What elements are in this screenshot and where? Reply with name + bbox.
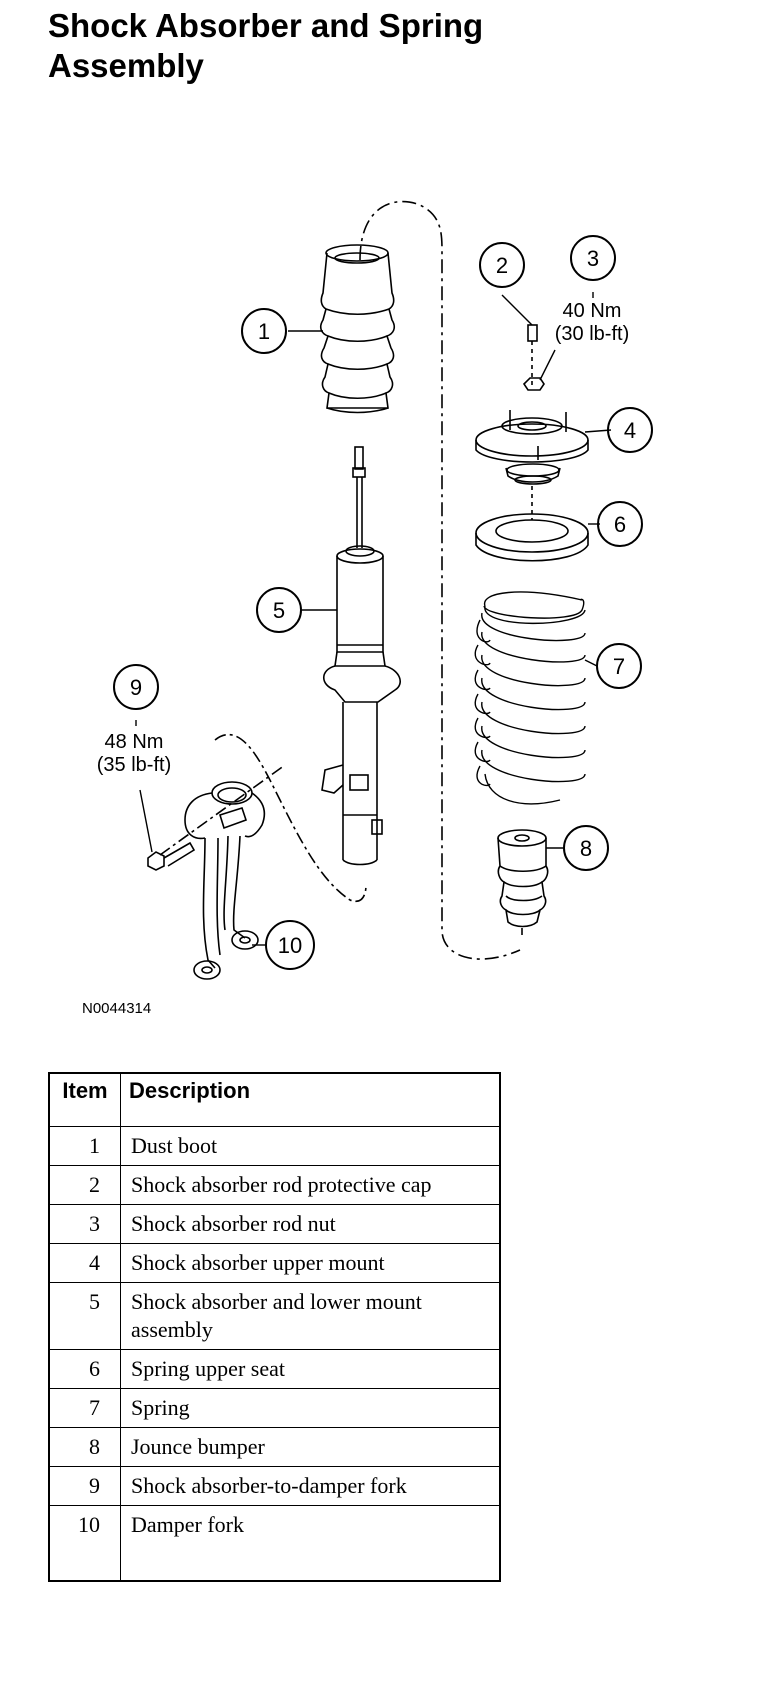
table-row: 5 Shock absorber and lower mount assembl… xyxy=(48,1282,501,1350)
row-description: Dust boot xyxy=(120,1126,501,1166)
shock-absorber-part xyxy=(321,446,401,866)
row-item: 4 xyxy=(48,1243,121,1283)
row-description: Spring xyxy=(120,1388,501,1428)
callout-7: 7 xyxy=(596,643,642,689)
torque-label-9: 48 Nm (35 lb-ft) xyxy=(97,731,171,776)
callout-1: 1 xyxy=(241,308,287,354)
row-description: Damper fork xyxy=(120,1505,501,1582)
svg-text:1: 1 xyxy=(258,319,270,344)
callout-2: 2 xyxy=(479,242,525,288)
spring-upper-seat-part xyxy=(475,513,589,562)
row-item: 3 xyxy=(48,1204,121,1244)
assembly-path-left xyxy=(214,733,367,903)
svg-text:10: 10 xyxy=(278,933,302,958)
row-description: Shock absorber rod nut xyxy=(120,1204,501,1244)
parts-legend-table: Item Description 1 Dust boot 2 Shock abs… xyxy=(48,1072,501,1582)
table-row: 9 Shock absorber-to-damper fork xyxy=(48,1466,501,1506)
figure-id: N0044314 xyxy=(82,1000,151,1017)
row-description: Shock absorber rod protective cap xyxy=(120,1165,501,1205)
row-item: 10 xyxy=(48,1505,121,1582)
row-item: 1 xyxy=(48,1126,121,1166)
row-item: 2 xyxy=(48,1165,121,1205)
svg-text:9: 9 xyxy=(130,675,142,700)
fork-bolt-part xyxy=(147,841,196,871)
table-row: 4 Shock absorber upper mount xyxy=(48,1243,501,1283)
table-row: 3 Shock absorber rod nut xyxy=(48,1204,501,1244)
callout-8: 8 xyxy=(563,825,609,871)
svg-text:(35 lb-ft): (35 lb-ft) xyxy=(97,754,171,776)
dust-boot-part xyxy=(320,244,395,414)
row-description: Jounce bumper xyxy=(120,1427,501,1467)
protective-cap-part xyxy=(527,324,538,388)
table-row: 2 Shock absorber rod protective cap xyxy=(48,1165,501,1205)
svg-text:5: 5 xyxy=(273,598,285,623)
svg-text:3: 3 xyxy=(587,246,599,271)
callout-6: 6 xyxy=(597,501,643,547)
page-title: Shock Absorber and Spring Assembly xyxy=(48,6,483,86)
table-row: 8 Jounce bumper xyxy=(48,1427,501,1467)
assembly-path-right xyxy=(359,200,521,960)
svg-text:2: 2 xyxy=(496,253,508,278)
svg-text:8: 8 xyxy=(580,836,592,861)
row-item: 8 xyxy=(48,1427,121,1467)
svg-text:7: 7 xyxy=(613,654,625,679)
callout-9: 9 xyxy=(113,664,159,710)
torque-label-3: 40 Nm (30 lb-ft) xyxy=(555,300,629,345)
table-row: 6 Spring upper seat xyxy=(48,1349,501,1389)
header-description: Description xyxy=(120,1072,501,1127)
svg-text:(30 lb-ft): (30 lb-ft) xyxy=(555,323,629,345)
row-description: Spring upper seat xyxy=(120,1349,501,1389)
header-item: Item xyxy=(48,1072,121,1127)
table-header-row: Item Description xyxy=(48,1072,501,1127)
exploded-assembly-diagram: 1 2 3 4 5 6 7 8 9 10 40 Nm (30 lb-ft) xyxy=(82,200,653,1017)
svg-text:4: 4 xyxy=(624,418,636,443)
row-description: Shock absorber upper mount xyxy=(120,1243,501,1283)
jounce-bumper-part xyxy=(497,829,549,935)
title-line-2: Assembly xyxy=(48,47,204,84)
svg-text:6: 6 xyxy=(614,512,626,537)
damper-fork-part xyxy=(184,781,266,980)
leader-lines xyxy=(135,292,612,946)
bolt-axis-line xyxy=(159,764,286,856)
table-row: 7 Spring xyxy=(48,1388,501,1428)
table-row: 1 Dust boot xyxy=(48,1126,501,1166)
callout-4: 4 xyxy=(607,407,653,453)
row-item: 9 xyxy=(48,1466,121,1506)
callout-5: 5 xyxy=(256,587,302,633)
row-item: 7 xyxy=(48,1388,121,1428)
row-item: 5 xyxy=(48,1282,121,1350)
table-row: 10 Damper fork xyxy=(48,1505,501,1582)
callout-3: 3 xyxy=(570,235,616,281)
callout-10: 10 xyxy=(265,920,315,970)
svg-text:40 Nm: 40 Nm xyxy=(563,300,622,322)
title-line-1: Shock Absorber and Spring xyxy=(48,7,484,44)
upper-mount-part xyxy=(475,410,589,485)
svg-text:48 Nm: 48 Nm xyxy=(105,731,164,753)
row-description: Shock absorber-to-damper fork xyxy=(120,1466,501,1506)
row-item: 6 xyxy=(48,1349,121,1389)
row-description: Shock absorber and lower mount assembly xyxy=(120,1282,501,1350)
rod-nut-part xyxy=(522,377,545,391)
coil-spring-part xyxy=(474,591,586,805)
